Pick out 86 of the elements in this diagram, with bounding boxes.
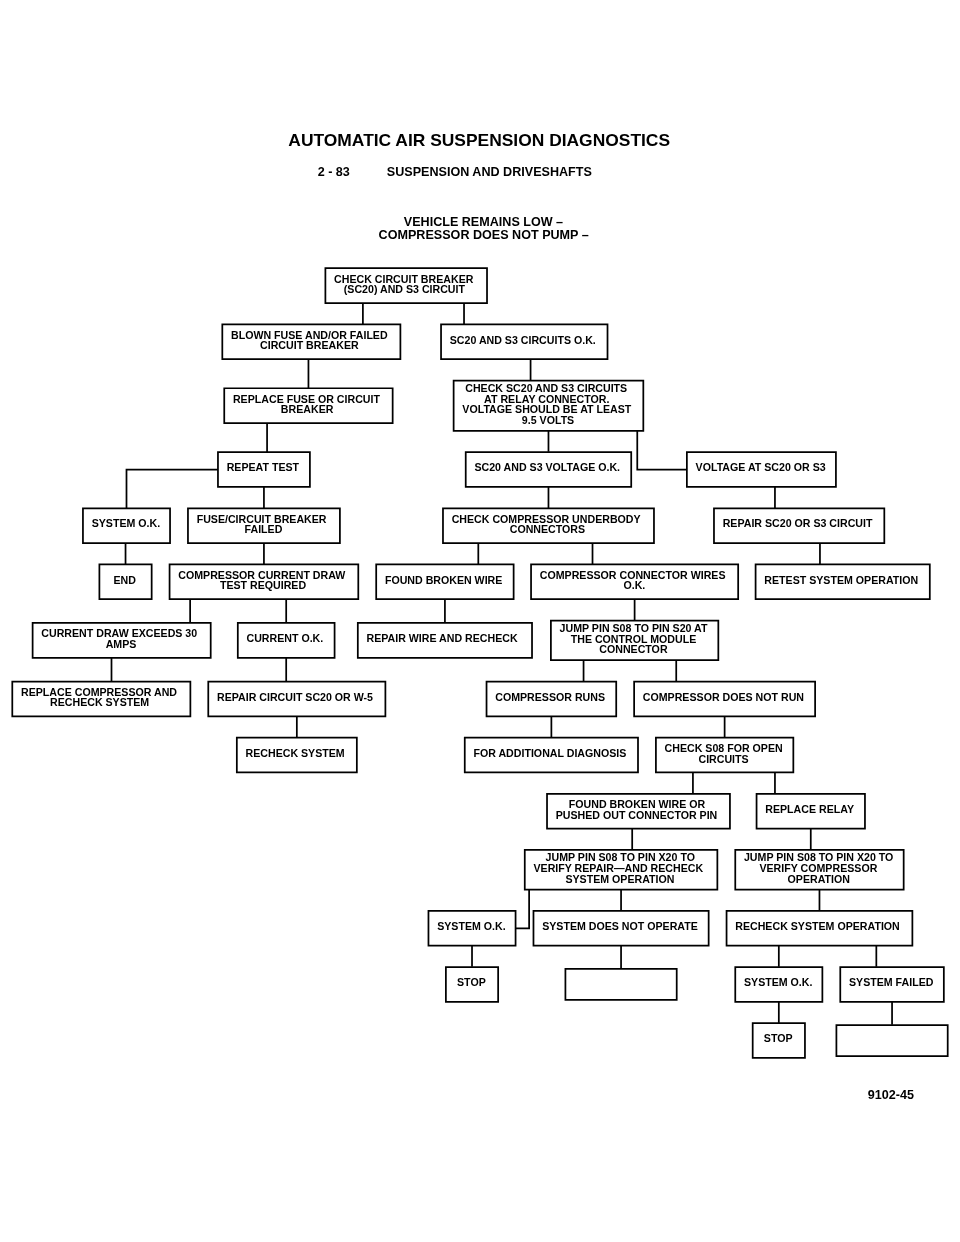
node-box: COMPRESSOR CURRENT DRAW TEST REQUIRED — [168, 563, 360, 600]
node-box: REPAIR WIRE AND RECHECK — [356, 621, 533, 659]
node-box: SC20 AND S3 VOLTAGE O.K. — [464, 450, 633, 488]
node-box: REPEAT TEST — [217, 450, 311, 488]
connector — [110, 656, 113, 682]
connector — [723, 715, 726, 738]
node-box: REPLACE RELAY — [755, 792, 866, 829]
node-box: CURRENT O.K. — [236, 621, 336, 659]
connector — [285, 656, 288, 682]
label: VEHICLE REMAINS LOW – COMPRESSOR DOES NOT PUMP – — [378, 214, 589, 242]
connector — [631, 827, 634, 851]
connector — [463, 301, 465, 325]
node-box: JUMP PIN S08 TO PIN S20 AT THE CONTROL MODULE CONNECTOR — [550, 619, 720, 661]
node-box: FOUND BROKEN WIRE — [375, 563, 515, 600]
node-box: CHECK COMPRESSOR UNDERBODY CONNECTORS — [442, 506, 655, 544]
node-box: END — [98, 563, 153, 600]
connector — [362, 301, 364, 325]
node-box: SYSTEM O.K. — [427, 909, 517, 947]
connector — [189, 598, 191, 624]
node-box: RECHECK SYSTEM — [235, 736, 358, 773]
connector — [633, 598, 636, 621]
connector — [774, 485, 776, 509]
connector — [620, 944, 622, 970]
node-box: SYSTEM DOES NOT OPERATE — [532, 909, 710, 947]
connector — [777, 1000, 780, 1024]
connector — [692, 771, 694, 794]
node-box: JUMP PIN S08 TO PIN X20 TO VERIFY COMPRESSOR OPERATION — [734, 848, 905, 890]
connector — [444, 598, 446, 624]
connector — [285, 598, 288, 624]
node-box: RETEST SYSTEM OPERATION — [754, 563, 931, 600]
node-box: REPLACE COMPRESSOR AND RECHECK SYSTEM — [11, 680, 192, 717]
node-box: SC20 AND S3 CIRCUITS O.K. — [440, 323, 609, 360]
connector — [263, 541, 265, 565]
node-box — [564, 967, 678, 1001]
connector — [809, 827, 812, 851]
connector — [550, 715, 553, 738]
connector — [547, 429, 550, 453]
node-box: REPLACE FUSE OR CIRCUIT BREAKER — [223, 386, 394, 424]
diagram-title: AUTOMATIC AIR SUSPENSION DIAGNOSTICS — [288, 129, 671, 150]
node-box: REPAIR CIRCUIT SC20 OR W-5 — [207, 680, 387, 717]
node-box: SYSTEM O.K. — [82, 506, 171, 544]
node-box: CHECK SC20 AND S3 CIRCUITS AT RELAY CONNECTOR. VOLTAGE SHOULD BE AT LEAST 9.5 VOLTS — [452, 379, 645, 432]
node-box: VOLTAGE AT SC20 OR S3 — [686, 450, 837, 488]
node-box: CURRENT DRAW EXCEEDS 30 AMPS — [31, 621, 212, 659]
node-box: COMPRESSOR CONNECTOR WIRES O.K. — [530, 563, 740, 600]
node-box: FOR ADDITIONAL DIAGNOSIS — [463, 736, 639, 773]
connector — [124, 541, 127, 565]
connector — [636, 429, 688, 470]
node-box: FOUND BROKEN WIRE OR PUSHED OUT CONNECTOR PIN — [546, 792, 731, 829]
connector — [819, 541, 821, 565]
node-box: SYSTEM FAILED — [839, 965, 945, 1003]
connector — [891, 1000, 893, 1026]
node-box: JUMP PIN S08 TO PIN X20 TO VERIFY REPAIR—AND RECHECK SYSTEM OPERATION — [523, 848, 719, 890]
node-box: REPAIR SC20 OR S3 CIRCUIT — [713, 506, 886, 544]
node-box: SYSTEM O.K. — [734, 965, 824, 1003]
connector — [477, 541, 480, 565]
node-box: RECHECK SYSTEM OPERATION — [725, 909, 914, 947]
connector — [266, 421, 268, 453]
label: 2 - 83 — [317, 164, 350, 179]
node-box — [835, 1023, 949, 1057]
node-box: COMPRESSOR DOES NOT RUN — [633, 680, 816, 717]
connector — [295, 715, 298, 738]
connector — [591, 541, 594, 565]
connector — [547, 485, 550, 509]
connector — [777, 944, 780, 968]
node-box: STOP — [751, 1021, 806, 1059]
connector — [529, 357, 532, 381]
node-box: BLOWN FUSE AND/OR FAILED CIRCUIT BREAKER — [221, 323, 402, 360]
node-box: CHECK S08 FOR OPEN CIRCUITS — [655, 736, 795, 773]
node-box: STOP — [445, 965, 499, 1003]
connector — [471, 944, 473, 968]
connector — [818, 888, 821, 912]
connector — [620, 888, 622, 912]
connector — [675, 659, 678, 682]
connector — [307, 357, 310, 389]
connector — [774, 771, 776, 794]
connector — [582, 659, 585, 682]
connector — [514, 888, 530, 929]
connector — [875, 944, 878, 968]
label: 9102-45 — [867, 1087, 915, 1102]
label: SUSPENSION AND DRIVESHAFTS — [386, 164, 592, 179]
node-box: CHECK CIRCUIT BREAKER (SC20) AND S3 CIRCUIT — [324, 266, 488, 304]
node-box: FUSE/CIRCUIT BREAKER FAILED — [187, 506, 341, 544]
connector — [263, 485, 265, 509]
connector — [125, 468, 219, 509]
node-box: COMPRESSOR RUNS — [485, 680, 618, 717]
